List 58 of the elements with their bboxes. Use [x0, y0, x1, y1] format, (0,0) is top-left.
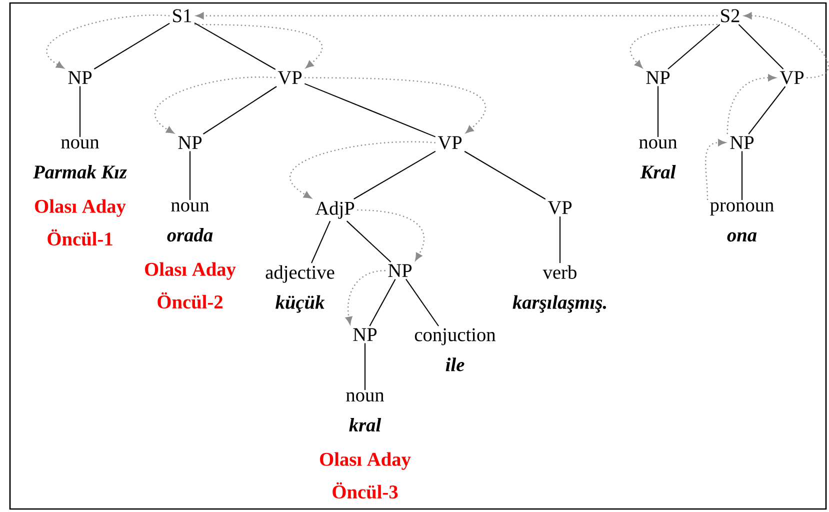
- dotted-arrow: [196, 12, 718, 20]
- tree-branch: [738, 24, 784, 70]
- dotted-arrow: [154, 76, 276, 134]
- word-label: noun kral: [346, 392, 384, 432]
- dotted-arrow: [630, 24, 718, 68]
- word-label: noun Kral: [639, 139, 678, 179]
- category-label: NP: [178, 136, 202, 149]
- category-label: NP: [388, 264, 412, 277]
- word-label: verb karşılaşmış.: [512, 265, 606, 313]
- tree-branch: [741, 151, 743, 200]
- tree-branch: [79, 86, 81, 137]
- word-label: pronoun ona: [710, 202, 774, 242]
- tree-branch: [748, 86, 786, 134]
- tree-branch: [668, 24, 720, 70]
- tree-branch: [559, 216, 561, 263]
- category-label: VP: [780, 71, 804, 84]
- category-label: VP: [438, 136, 462, 150]
- tree-branch: [464, 150, 546, 200]
- tree-branch: [94, 22, 170, 70]
- dotted-arrow: [46, 14, 170, 69]
- dotted-arrow: [345, 270, 386, 324]
- word-label: adjective küçük: [266, 265, 334, 313]
- dotted-arrow: [726, 74, 776, 134]
- category-label: VP: [278, 71, 302, 84]
- candidate-label: Olası Aday: [35, 199, 126, 217]
- category-label: NP: [68, 71, 92, 84]
- tree-branch: [311, 220, 331, 264]
- tree-branch: [354, 150, 436, 200]
- category-label: NP: [646, 71, 670, 84]
- dotted-arrow: [744, 12, 829, 78]
- dotted-arrow: [194, 24, 323, 68]
- dotted-arrow: [304, 77, 486, 134]
- word-label: conjuction ile: [414, 328, 496, 372]
- candidate-label: Öncül-1: [48, 229, 112, 246]
- tree-branch: [194, 22, 276, 70]
- tree-branch: [346, 220, 392, 262]
- tree-branch: [189, 151, 191, 200]
- category-label: NP: [730, 136, 754, 149]
- category-label: NP: [353, 328, 377, 341]
- candidate-label: Olası Aday: [145, 262, 236, 280]
- dotted-arrow: [290, 141, 436, 199]
- candidate-label: Öncül-3: [332, 482, 398, 499]
- word-label: noun Parmak Kız: [33, 139, 127, 179]
- candidate-label: Öncül-2: [158, 292, 222, 309]
- category-label: VP: [548, 201, 572, 214]
- category-label: S1: [173, 9, 192, 22]
- tree-branch: [364, 343, 366, 390]
- tree-branch: [369, 278, 396, 326]
- tree-branch: [202, 86, 277, 134]
- tree-branch: [657, 86, 659, 137]
- candidate-label: Olası Aday: [320, 452, 411, 470]
- word-label: noun orada: [167, 202, 213, 242]
- dotted-arrow: [357, 209, 424, 261]
- dotted-arrow: [705, 139, 726, 200]
- tree-branch: [304, 83, 436, 138]
- category-label: S2: [721, 9, 740, 22]
- category-label: AdjP: [315, 201, 354, 219]
- tree-branch: [406, 278, 439, 326]
